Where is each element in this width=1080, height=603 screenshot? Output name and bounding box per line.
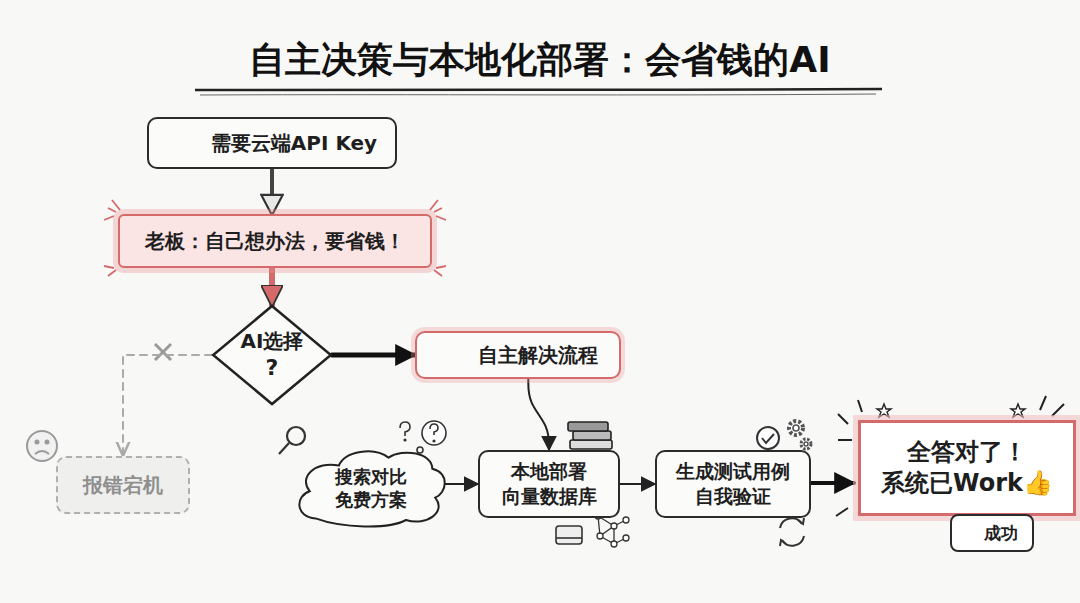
node-sublabel: ? bbox=[266, 354, 279, 383]
alarm-spikes bbox=[104, 200, 446, 276]
cycle-icon bbox=[780, 518, 804, 546]
gears-icon bbox=[789, 421, 811, 449]
reject-mark bbox=[155, 344, 171, 360]
process-box: 需要云端API Key bbox=[147, 117, 397, 169]
node-label: 生成测试用例 自我验证 bbox=[671, 459, 795, 508]
network-icon bbox=[595, 513, 629, 547]
check-icon bbox=[757, 427, 779, 449]
node-label: 需要云端API Key bbox=[211, 130, 377, 156]
connector-arrow bbox=[811, 481, 854, 485]
node-label: 搜索对比 免费方案 bbox=[329, 465, 413, 512]
node-label: 本地部署 向量数据库 bbox=[494, 459, 604, 508]
connector-arrow bbox=[270, 169, 274, 214]
connector-arrow bbox=[269, 268, 275, 305]
sad-face-icon bbox=[27, 431, 57, 461]
diagram-title: 自主决策与本地化部署：会省钱的AI bbox=[0, 36, 1080, 85]
connector-arrow bbox=[620, 483, 655, 485]
node-label: 报错宕机 bbox=[83, 472, 163, 498]
cloud-box: 搜索对比 免费方案 bbox=[298, 448, 444, 528]
star-icon bbox=[877, 404, 1025, 417]
node-label: AI选择 bbox=[241, 328, 304, 354]
magnifier-icon bbox=[279, 427, 305, 454]
process-box: 生成测试用例 自我验证 bbox=[655, 450, 811, 518]
node-label: 自主解决流程 bbox=[478, 342, 598, 368]
failure-box: 报错宕机 bbox=[56, 456, 190, 514]
question-bubbles bbox=[400, 421, 446, 453]
decision-diamond: AI选择? bbox=[212, 305, 332, 405]
database-icon bbox=[556, 526, 582, 544]
success-badge: 成功 bbox=[950, 514, 1034, 552]
title-underline bbox=[200, 94, 876, 95]
connector-arrow bbox=[528, 379, 549, 450]
node-label: 老板：自己想办法，要省钱！ bbox=[145, 228, 405, 254]
connector-arrow bbox=[123, 355, 212, 456]
process-box: 自主解决流程 bbox=[415, 331, 621, 379]
node-label: 全答对了！ 系统已Work👍 bbox=[875, 437, 1059, 499]
books-icon bbox=[568, 422, 612, 449]
process-box: 本地部署 向量数据库 bbox=[478, 450, 620, 518]
cloud-outline bbox=[298, 448, 444, 528]
result-box: 全答对了！ 系统已Work👍 bbox=[858, 420, 1076, 516]
instruction-box: 老板：自己想办法，要省钱！ bbox=[118, 214, 432, 268]
title-underline bbox=[195, 89, 882, 90]
connector-arrow bbox=[332, 353, 415, 358]
node-label: 成功 bbox=[984, 522, 1018, 544]
